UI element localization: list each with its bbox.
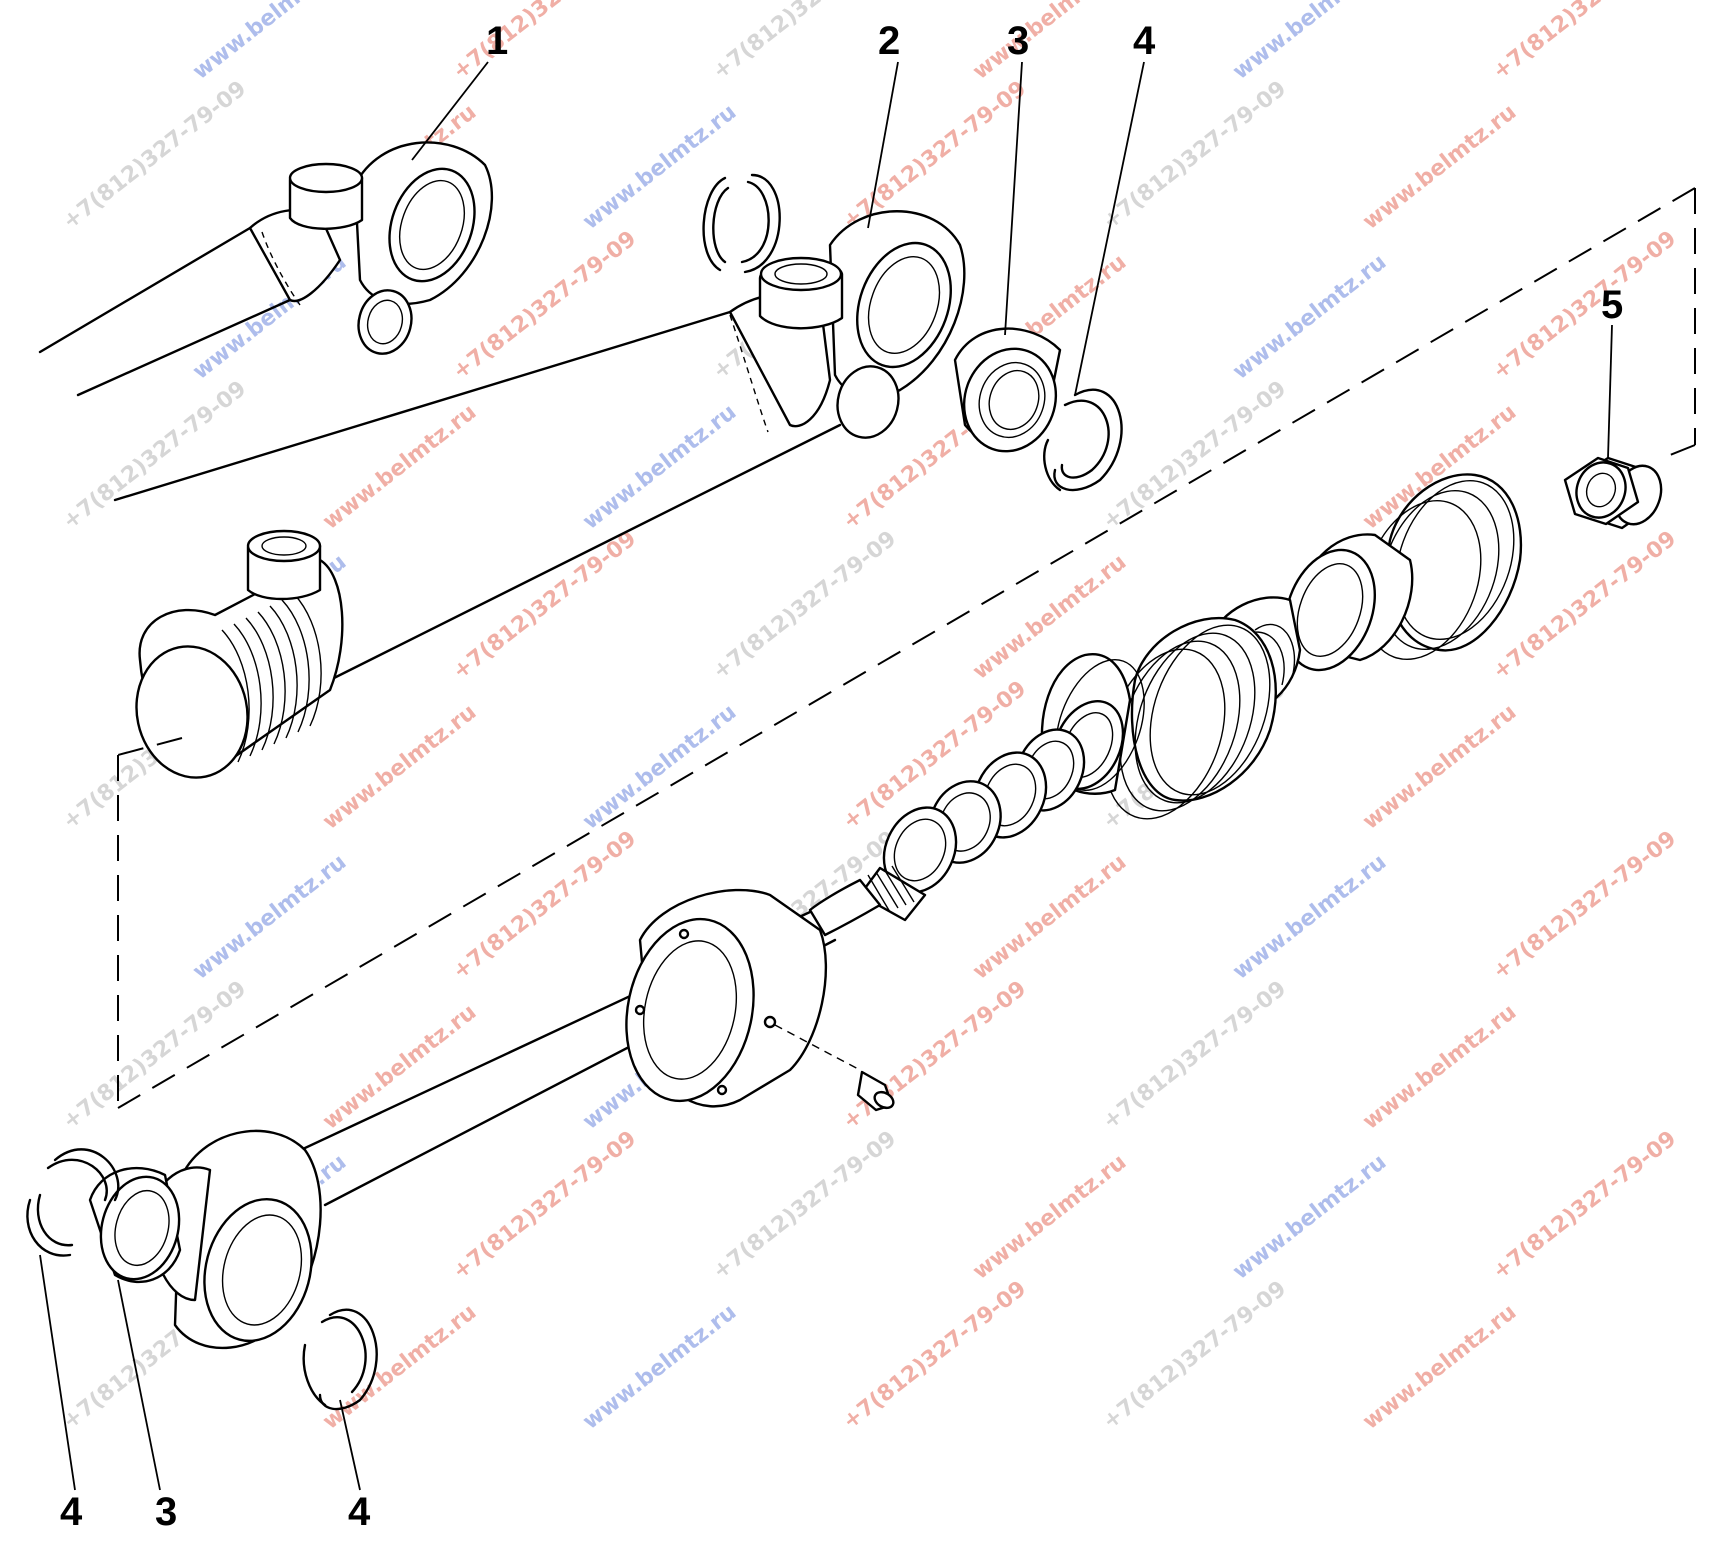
barrel-thread: [221, 593, 322, 763]
watermark-text: +7(812)327-79-09: [1098, 976, 1291, 1134]
part-4-snap-ring-bottom-left: [26, 1148, 120, 1257]
part-3-bearing-top: [953, 327, 1062, 453]
watermark-text: www.belmtz.ru: [318, 1000, 481, 1135]
part-4-snap-ring-bottom-right: [302, 1308, 378, 1411]
watermark-text: +7(812)327-79-09: [1488, 0, 1681, 85]
watermark-text: www.belmtz.ru: [1228, 0, 1391, 85]
watermark-text: +7(812)327-79-09: [448, 0, 641, 85]
watermark-text: www.belmtz.ru: [1358, 1000, 1521, 1135]
part-5-nut: [1563, 456, 1663, 530]
callout-4-bottom-right: 4: [348, 1490, 371, 1534]
watermark-text: www.belmtz.ru: [318, 400, 481, 535]
part-2-cylinder-barrel: [113, 210, 966, 779]
piston-assembly: [808, 473, 1523, 937]
watermark-text: +7(812)327-79-09: [1488, 226, 1681, 384]
watermark-text: +7(812)327-79-09: [838, 1276, 1031, 1434]
watermark-text: www.belmtz.ru: [968, 1150, 1131, 1285]
callout-1: 1: [486, 19, 508, 63]
watermark-text: www.belmtz.ru: [1358, 1300, 1521, 1435]
watermark-text: www.belmtz.ru: [1228, 1150, 1391, 1285]
watermark-text: www.belmtz.ru: [968, 850, 1131, 985]
callout-5: 5: [1601, 283, 1623, 327]
callout-labels: 1 2 3 4 5 4 3 4: [60, 19, 1623, 1534]
callout-3-top: 3: [1007, 19, 1029, 63]
watermark-text: +7(812)327-79-09: [58, 976, 251, 1134]
watermark-text: +7(812)327-79-09: [708, 1126, 901, 1284]
watermark-text: +7(812)327-79-09: [1098, 76, 1291, 234]
watermark-text: www.belmtz.ru: [578, 100, 741, 235]
watermark-text: www.belmtz.ru: [578, 700, 741, 835]
watermark-text: +7(812)327-79-09: [1098, 1276, 1291, 1434]
watermark-text: +7(812)327-79-09: [58, 76, 251, 234]
watermark-text: www.belmtz.ru: [1228, 850, 1391, 985]
watermark-text: +7(812)327-79-09: [708, 0, 901, 85]
watermark-text: www.belmtz.ru: [318, 700, 481, 835]
part-3-bearing-bottom: [88, 1167, 182, 1284]
watermark-text: +7(812)327-79-09: [448, 826, 641, 984]
watermark-text: www.belmtz.ru: [968, 0, 1131, 85]
watermark-text: +7(812)327-79-09: [708, 526, 901, 684]
watermark-text: +7(812)327-79-09: [58, 376, 251, 534]
watermark-text: www.belmtz.ru: [1358, 700, 1521, 835]
callout-4-top: 4: [1133, 19, 1156, 63]
watermark-text: +7(812)327-79-09: [1488, 1126, 1681, 1284]
leader-lines: [39, 61, 1613, 1491]
part-1-cylinder-end: [38, 141, 494, 397]
snap-ring-upper: [702, 173, 781, 274]
part-4-snap-ring-top: [1043, 388, 1123, 492]
watermark-text: +7(812)327-79-09: [1488, 826, 1681, 984]
watermark-text: +7(812)327-79-09: [838, 976, 1031, 1134]
callout-2: 2: [878, 19, 900, 63]
assembly-dashed-lines: [117, 187, 1696, 1109]
watermark-text: www.belmtz.ru: [1358, 100, 1521, 235]
watermark-text: www.belmtz.ru: [578, 1300, 741, 1435]
watermark-text: +7(812)327-79-09: [448, 1126, 641, 1284]
watermark-text: +7(812)327-79-09: [838, 76, 1031, 234]
watermark-text: www.belmtz.ru: [188, 850, 351, 985]
callout-4-bottom-left: 4: [60, 1490, 83, 1534]
watermark-text: +7(812)327-79-09: [1098, 376, 1291, 534]
piston-rod-and-gland: [148, 888, 895, 1350]
watermark-text: www.belmtz.ru: [188, 0, 351, 85]
watermark-text: www.belmtz.ru: [1228, 250, 1391, 385]
callout-3-bottom: 3: [155, 1490, 177, 1534]
